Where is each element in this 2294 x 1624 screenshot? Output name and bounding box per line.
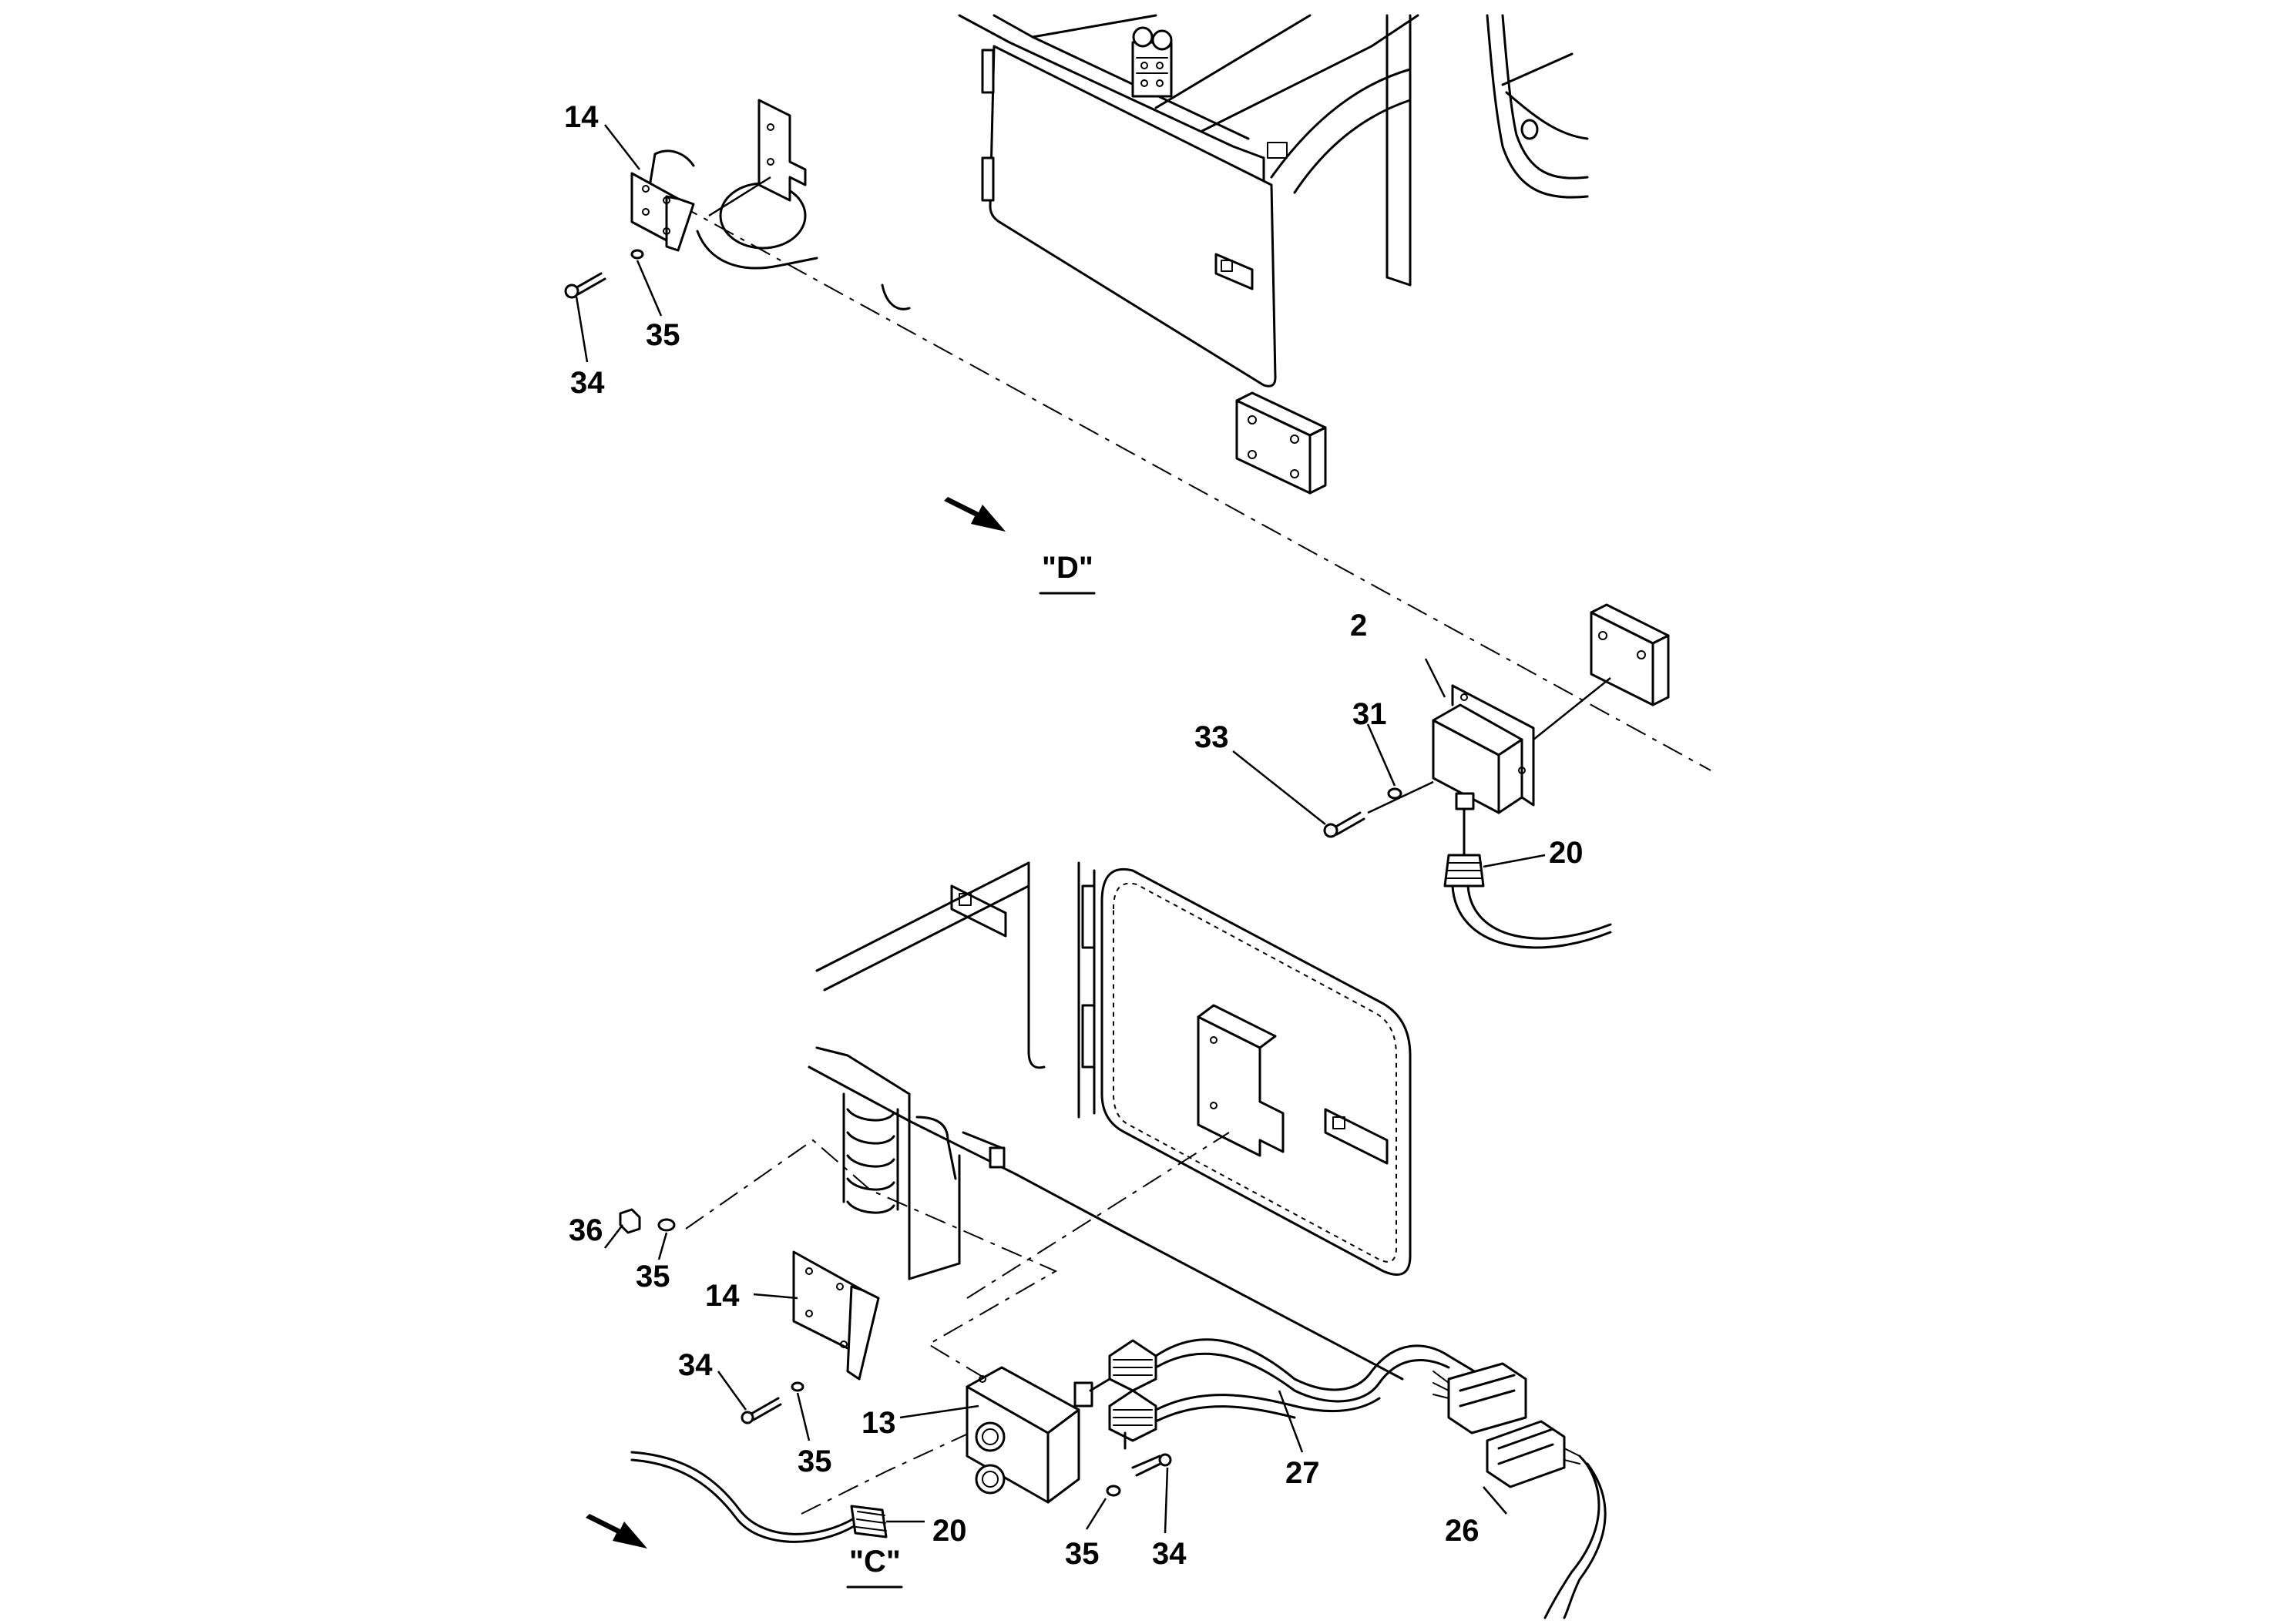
callout-14-upper: 14 (564, 100, 599, 134)
mount-pad-upper (1235, 391, 1327, 495)
cable-20-upper (1443, 807, 1612, 949)
callout-2: 2 (1350, 609, 1367, 643)
callout-35-lower-a: 35 (636, 1260, 670, 1293)
callout-31: 31 (1352, 697, 1387, 731)
callout-14-lower: 14 (705, 1279, 740, 1313)
alignment-line-upper (677, 203, 1711, 771)
part-13-junction-box (966, 1366, 1093, 1504)
screw-33 (1323, 811, 1365, 838)
nut-36 (619, 1208, 641, 1234)
callout-34-lower-b: 34 (1152, 1537, 1187, 1571)
part-26-connector (1432, 1362, 1607, 1619)
washer-35-lower-b (791, 1381, 804, 1392)
view-labels: "D" "C" (846, 551, 1096, 1589)
view-label-d: "D" (1042, 551, 1093, 585)
connector-pair (1089, 1339, 1157, 1450)
screw-34-upper (564, 272, 606, 299)
direction-arrow-icon (944, 497, 1006, 532)
callout-34-lower-a: 34 (678, 1348, 713, 1382)
lower-cabinet (808, 861, 1412, 1381)
screw-34-lower-a (741, 1397, 782, 1424)
upper-machine-frame (958, 14, 1589, 287)
alignment-line-lower-c (801, 1424, 987, 1515)
part-14-plate-lower (792, 1250, 880, 1381)
mount-pad-right (1590, 603, 1670, 706)
alignment-line-lower-a (966, 1132, 1230, 1299)
callout-27: 27 (1285, 1456, 1320, 1490)
callout-20-lower: 20 (932, 1514, 967, 1548)
callout-33: 33 (1194, 720, 1229, 754)
part-14-plate-upper (630, 172, 695, 252)
part-2-junction-box (1432, 684, 1535, 814)
washer-31 (1387, 787, 1402, 800)
washer-35-upper (630, 249, 644, 260)
view-label-c: "C" (849, 1545, 901, 1579)
callout-35-lower-b: 35 (798, 1444, 832, 1478)
callout-13: 13 (862, 1406, 896, 1440)
callout-20-upper: 20 (1549, 836, 1584, 870)
washer-35-lower-a (657, 1218, 676, 1232)
callout-labels: 14 35 34 2 31 33 20 36 35 14 34 35 13 20… (564, 100, 1584, 1571)
cable-20-lower (630, 1451, 888, 1543)
callout-35-lower-c: 35 (1065, 1537, 1100, 1571)
callout-26: 26 (1445, 1514, 1480, 1548)
upper-door-panel (981, 45, 1277, 388)
direction-arrow-icon-lower (586, 1514, 647, 1549)
washer-35-lower-c (1106, 1485, 1121, 1497)
callout-35-upper: 35 (646, 318, 680, 352)
screw-34-lower-b (1131, 1453, 1172, 1477)
harness-27 (1154, 1338, 1489, 1423)
upper-body-outline (642, 99, 911, 310)
callout-34-upper: 34 (570, 366, 605, 400)
alignment-line-lower-b (685, 1139, 1064, 1426)
callout-36: 36 (569, 1213, 603, 1247)
